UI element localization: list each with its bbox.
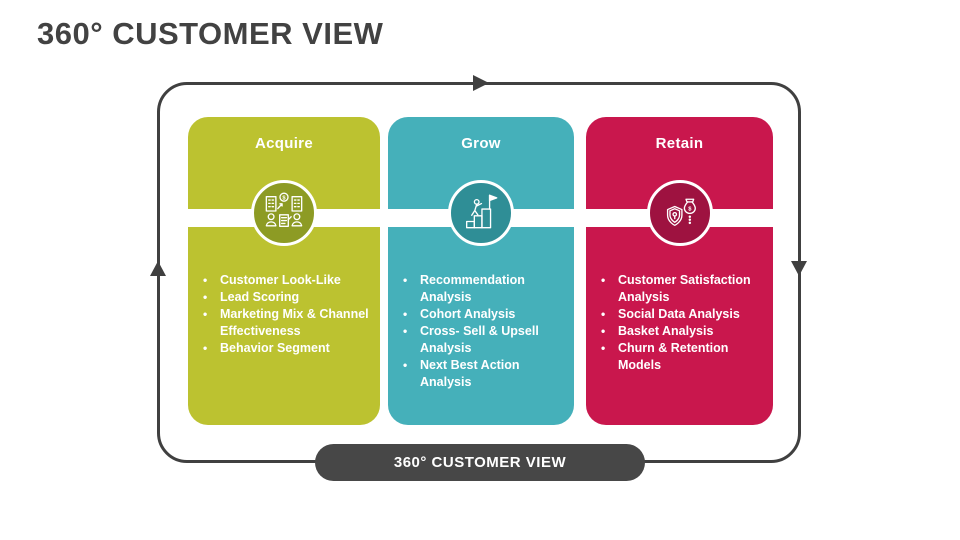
acquire-bullet-list: Customer Look-Like Lead Scoring Marketin… xyxy=(201,272,372,357)
footer-banner: 360° CUSTOMER VIEW xyxy=(315,444,645,481)
list-item: Lead Scoring xyxy=(201,289,372,306)
loop-arrow-right-icon xyxy=(473,75,489,91)
stage-card-retain: Retain $ Customer Satisfaction Analysis … xyxy=(586,117,773,425)
list-item: Customer Look-Like xyxy=(201,272,372,289)
page-title: 360° CUSTOMER VIEW xyxy=(37,16,384,51)
list-item: Marketing Mix & Channel Effectiveness xyxy=(201,306,372,340)
svg-text:$: $ xyxy=(688,206,692,212)
stage-card-acquire: Acquire $ Customer Look-Like Lead Scorin xyxy=(188,117,380,425)
stage-title-acquire: Acquire xyxy=(255,135,313,152)
list-item: Cohort Analysis xyxy=(401,306,566,323)
list-item: Social Data Analysis xyxy=(599,306,765,323)
list-item: Customer Satisfaction Analysis xyxy=(599,272,765,306)
footer-banner-label: 360° CUSTOMER VIEW xyxy=(393,454,567,471)
svg-text:$: $ xyxy=(282,195,286,201)
list-item: Behavior Segment xyxy=(201,340,372,357)
stage-title-grow: Grow xyxy=(461,135,501,152)
growth-climb-flag-icon xyxy=(460,190,502,237)
list-item: Churn & Retention Models xyxy=(599,340,765,374)
loop-arrow-up-icon xyxy=(150,261,166,276)
grow-icon-badge xyxy=(448,180,514,246)
acquire-icon-badge: $ xyxy=(251,180,317,246)
loop-arrow-down-icon xyxy=(791,261,807,276)
list-item: Basket Analysis xyxy=(599,323,765,340)
retain-icon-badge: $ xyxy=(646,180,713,246)
list-item: Next Best Action Analysis xyxy=(401,357,566,391)
list-item: Cross- Sell & Upsell Analysis xyxy=(401,323,566,357)
list-item: Recommendation Analysis xyxy=(401,272,566,306)
stage-title-retain: Retain xyxy=(655,135,704,152)
shield-money-bag-icon: $ xyxy=(659,190,701,237)
stage-card-grow: Grow Recommendation Analysis Cohort Anal… xyxy=(388,117,574,425)
grow-bullet-list: Recommendation Analysis Cohort Analysis … xyxy=(401,272,566,391)
retain-bullet-list: Customer Satisfaction Analysis Social Da… xyxy=(599,272,765,374)
b2b-deal-icon: $ xyxy=(263,190,305,237)
